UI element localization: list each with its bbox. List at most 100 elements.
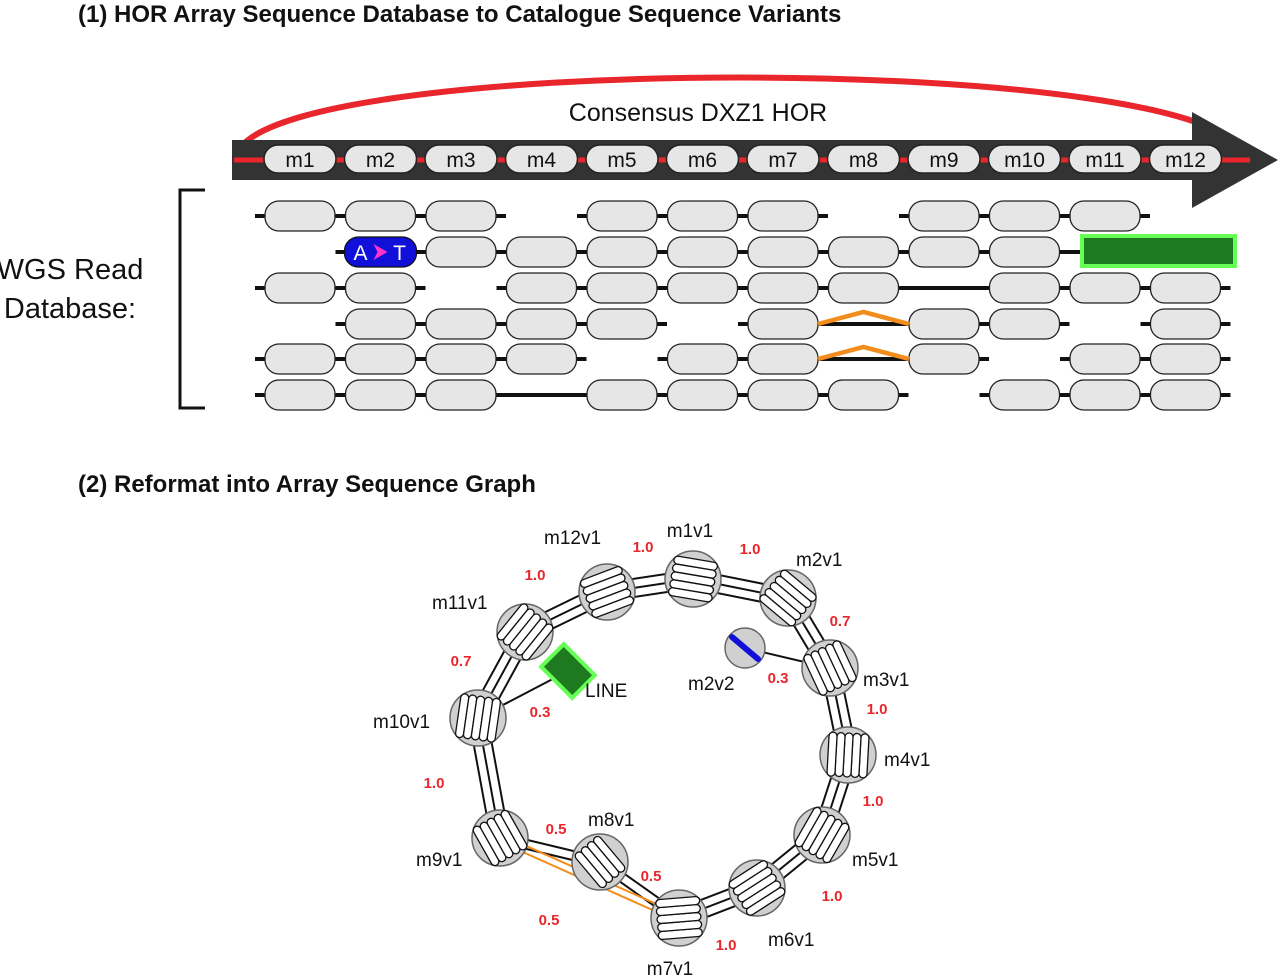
node-stack-m2v1 bbox=[759, 569, 817, 627]
deletion-bridge bbox=[817, 309, 910, 327]
read-monomer bbox=[988, 236, 1061, 268]
node-stack-m10v1 bbox=[454, 693, 502, 743]
read-monomer bbox=[586, 308, 658, 340]
read-monomer bbox=[425, 343, 497, 375]
edge-weight-m4v1-m5v1: 1.0 bbox=[863, 793, 884, 810]
read-monomer bbox=[1069, 379, 1141, 411]
read-monomer bbox=[827, 236, 900, 268]
node-monomer-pill bbox=[591, 595, 635, 618]
read-monomer bbox=[747, 236, 819, 268]
node-label-LINE: LINE bbox=[585, 681, 627, 702]
wgs-label-line1: WGS Read bbox=[0, 254, 143, 286]
node-label-m3v1: m3v1 bbox=[863, 670, 909, 691]
edge-weight-m7v1-m8v1: 0.5 bbox=[641, 868, 662, 885]
node-monomer-pill bbox=[759, 594, 797, 627]
read-monomer bbox=[666, 200, 739, 232]
monomer-label-m11: m11 bbox=[1085, 149, 1124, 172]
read-monomer bbox=[425, 200, 497, 232]
monomer-label-m2: m2 bbox=[366, 149, 395, 172]
edge-weight-m10v1-m11v1: 0.7 bbox=[451, 653, 472, 670]
edge-weight-m2v2-m3v1: 0.3 bbox=[768, 670, 789, 687]
read-monomer bbox=[264, 200, 336, 232]
read-monomer bbox=[344, 272, 417, 304]
node-monomer-pill bbox=[574, 851, 608, 889]
edge-weight-m11v1-m12v1: 1.0 bbox=[525, 567, 546, 584]
node-label-m8v1: m8v1 bbox=[588, 810, 634, 831]
node-monomer-pill bbox=[794, 806, 822, 848]
monomer-m6 bbox=[665, 144, 740, 174]
monomer-label-m6: m6 bbox=[688, 149, 717, 172]
array-sequence-graph: m1v1m2v1m3v1m4v1m5v1m6v1m7v1m8v1m9v1m10v… bbox=[373, 521, 930, 977]
monomer-label-m12: m12 bbox=[1165, 149, 1206, 172]
read-monomer bbox=[425, 236, 497, 268]
read-monomer bbox=[747, 379, 819, 411]
monomer-m7 bbox=[746, 144, 820, 174]
read-monomer bbox=[344, 200, 417, 232]
monomer-m3 bbox=[424, 144, 498, 174]
node-label-m1v1: m1v1 bbox=[667, 521, 713, 542]
node-label-m12v1: m12v1 bbox=[544, 528, 601, 549]
monomer-m4 bbox=[504, 144, 579, 174]
edge-weight-m9v1-m10v1: 1.0 bbox=[424, 775, 445, 792]
read-monomer bbox=[505, 343, 578, 375]
section2-title: (2) Reformat into Array Sequence Graph bbox=[78, 471, 536, 498]
read-monomer bbox=[1149, 343, 1222, 375]
node-label-m7v1: m7v1 bbox=[647, 959, 693, 977]
node-label-m11v1: m11v1 bbox=[432, 593, 488, 614]
read-monomer bbox=[908, 343, 980, 375]
read-monomer bbox=[666, 272, 739, 304]
edge-weight-m2v1-m3v1: 0.7 bbox=[830, 613, 851, 630]
read-monomer bbox=[747, 200, 819, 232]
line-insertion-block bbox=[1080, 234, 1237, 268]
wgs-bracket bbox=[178, 188, 205, 410]
read-monomer bbox=[586, 272, 658, 304]
read-monomer bbox=[747, 272, 819, 304]
node-stack-m11v1 bbox=[496, 603, 554, 661]
edge-weight-m3v1-m4v1: 1.0 bbox=[867, 701, 888, 718]
edge-weight-m12v1-m1v1: 1.0 bbox=[633, 539, 654, 556]
snp-to-base: T bbox=[393, 242, 406, 265]
read-monomer bbox=[827, 379, 900, 411]
node-stack-m9v1 bbox=[472, 809, 528, 867]
wgs-label-line2: Database: bbox=[4, 293, 136, 325]
read-monomer bbox=[264, 272, 336, 304]
read-monomer bbox=[1069, 200, 1141, 232]
node-monomer-pill bbox=[655, 895, 701, 909]
node-monomer-pill bbox=[667, 587, 713, 603]
read-monomer bbox=[1149, 379, 1222, 411]
line-element-rect bbox=[538, 641, 598, 701]
read-monomer bbox=[747, 308, 819, 340]
snp-from-base: A bbox=[353, 242, 367, 265]
node-stack-m8v1 bbox=[574, 835, 626, 889]
node-monomer-pill bbox=[486, 697, 502, 743]
hor-loop-arrow bbox=[233, 74, 1247, 161]
node-stack-m12v1 bbox=[579, 566, 635, 618]
read-monomer bbox=[666, 236, 739, 268]
read-monomer bbox=[1149, 272, 1222, 304]
read-monomer bbox=[264, 343, 336, 375]
read-monomer bbox=[747, 343, 819, 375]
monomer-m9 bbox=[907, 144, 981, 174]
edge-weight-m5v1-m6v1: 1.0 bbox=[822, 888, 843, 905]
monomer-label-m3: m3 bbox=[446, 149, 475, 172]
edge-weight-m10v1-LINE: 0.3 bbox=[530, 704, 551, 721]
read-monomer bbox=[344, 343, 417, 375]
monomer-label-m10: m10 bbox=[1004, 149, 1045, 172]
monomer-m2 bbox=[343, 144, 418, 174]
read-monomer bbox=[1069, 272, 1141, 304]
monomer-label-m1: m1 bbox=[285, 149, 314, 172]
node-stack-m3v1 bbox=[803, 640, 857, 696]
consensus-label: Consensus DXZ1 HOR bbox=[569, 99, 827, 127]
read-monomer bbox=[344, 379, 417, 411]
section1-title: (1) HOR Array Sequence Database to Catal… bbox=[78, 1, 841, 28]
read-monomer bbox=[666, 343, 739, 375]
monomer-label-m9: m9 bbox=[929, 149, 958, 172]
read-monomer bbox=[264, 379, 336, 411]
read-monomer bbox=[908, 308, 980, 340]
node-monomer-pill bbox=[500, 809, 528, 851]
node-monomer-pill bbox=[826, 731, 838, 777]
read-monomer bbox=[908, 200, 980, 232]
node-label-m6v1: m6v1 bbox=[768, 930, 814, 951]
monomer-label-m5: m5 bbox=[607, 149, 636, 172]
